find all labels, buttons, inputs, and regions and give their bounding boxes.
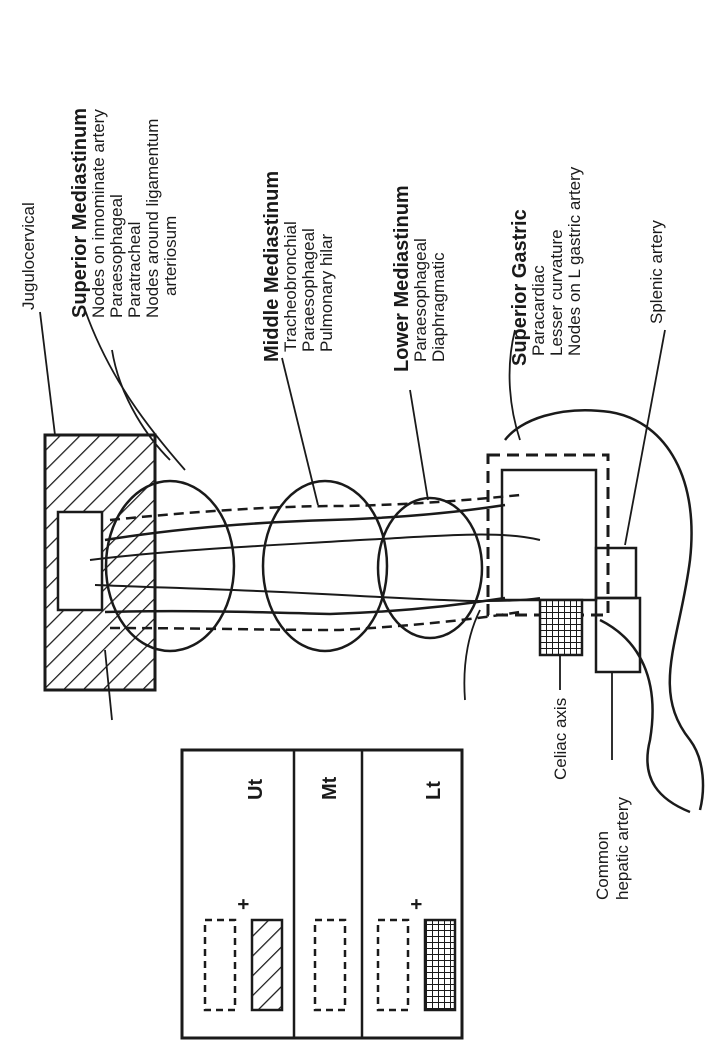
common-hepatic-artery-label-line2: hepatic artery	[613, 797, 632, 900]
inner-line-2	[95, 585, 540, 601]
superior-mediastinum-item: Paratracheal	[125, 222, 144, 318]
label-celiac-axis: Celiac axis	[551, 698, 570, 780]
group-middle-mediastinum: Middle Mediastinum Tracheobronchial Para…	[261, 171, 336, 362]
middle-mediastinum-item: Paraesophageal	[299, 228, 318, 352]
superior-mediastinum-item: Nodes around ligamentum	[143, 119, 162, 318]
anatomy-drawing	[40, 310, 703, 812]
splenic-artery-box	[596, 548, 636, 598]
legend-plus: +	[233, 898, 255, 910]
middle-mediastinum-item: Tracheobronchial	[281, 221, 300, 352]
lower-tail-leader	[464, 610, 480, 700]
superior-gastric-item: Lesser curvature	[547, 229, 566, 356]
lower-mediastinum-item: Paraesophageal	[411, 238, 430, 362]
middle-mediastinum-item: Pulmonary hilar	[317, 234, 336, 352]
lower-mediastinum-title: Lower Mediastinum	[391, 185, 413, 372]
superior-gastric-item: Paracardiac	[529, 265, 548, 356]
lower-leader	[410, 390, 428, 500]
celiac-axis-label: Celiac axis	[551, 698, 570, 780]
label-common-hepatic-artery: Common hepatic artery	[593, 797, 632, 900]
legend-plus: +	[406, 898, 428, 910]
group-superior-mediastinum: Superior Mediastinum Nodes on innominate…	[69, 108, 180, 318]
middle-mediastinum-title: Middle Mediastinum	[261, 171, 283, 362]
superior-mediastinum-item: Nodes on innominate artery	[89, 109, 108, 318]
label-splenic-artery: Splenic artery	[647, 220, 666, 324]
stomach-box-inner	[502, 470, 596, 600]
esophagus-dashed-outer-top	[110, 495, 520, 520]
legend-label-lt: Lt	[423, 781, 445, 800]
celiac-axis-block	[540, 600, 582, 655]
superior-mediastinum-title: Superior Mediastinum	[69, 108, 91, 318]
legend-grid-box	[425, 920, 455, 1010]
jugulocervical-inner-box	[58, 512, 102, 610]
inner-line-1	[90, 535, 540, 560]
superior-mediastinum-item: arteriosum	[161, 216, 180, 296]
common-hepatic-artery-label-line1: Common	[593, 831, 612, 900]
legend-label-ut: Ut	[245, 779, 267, 800]
group-superior-gastric: Superior Gastric Paracardiac Lesser curv…	[509, 166, 584, 366]
lower-node-circle	[378, 498, 482, 638]
superior-gastric-item: Nodes on L gastric artery	[565, 166, 584, 356]
label-jugulocervical: Jugulocervical	[19, 202, 38, 310]
hepatic-artery-box	[596, 598, 640, 672]
middle-leader	[282, 358, 318, 505]
jugulocervical-label: Jugulocervical	[19, 202, 38, 310]
legend: + Ut Mt + Lt	[182, 750, 462, 1038]
group-lower-mediastinum: Lower Mediastinum Paraesophageal Diaphra…	[391, 185, 448, 372]
legend-label-mt: Mt	[319, 776, 341, 800]
superior-gastric-title: Superior Gastric	[509, 209, 531, 366]
lower-mediastinum-item: Diaphragmatic	[429, 252, 448, 362]
jugulocervical-leader	[40, 312, 55, 435]
superior-mediastinum-item: Paraesophageal	[107, 194, 126, 318]
legend-hatched-box	[252, 920, 282, 1010]
splenic-artery-label: Splenic artery	[647, 220, 666, 324]
